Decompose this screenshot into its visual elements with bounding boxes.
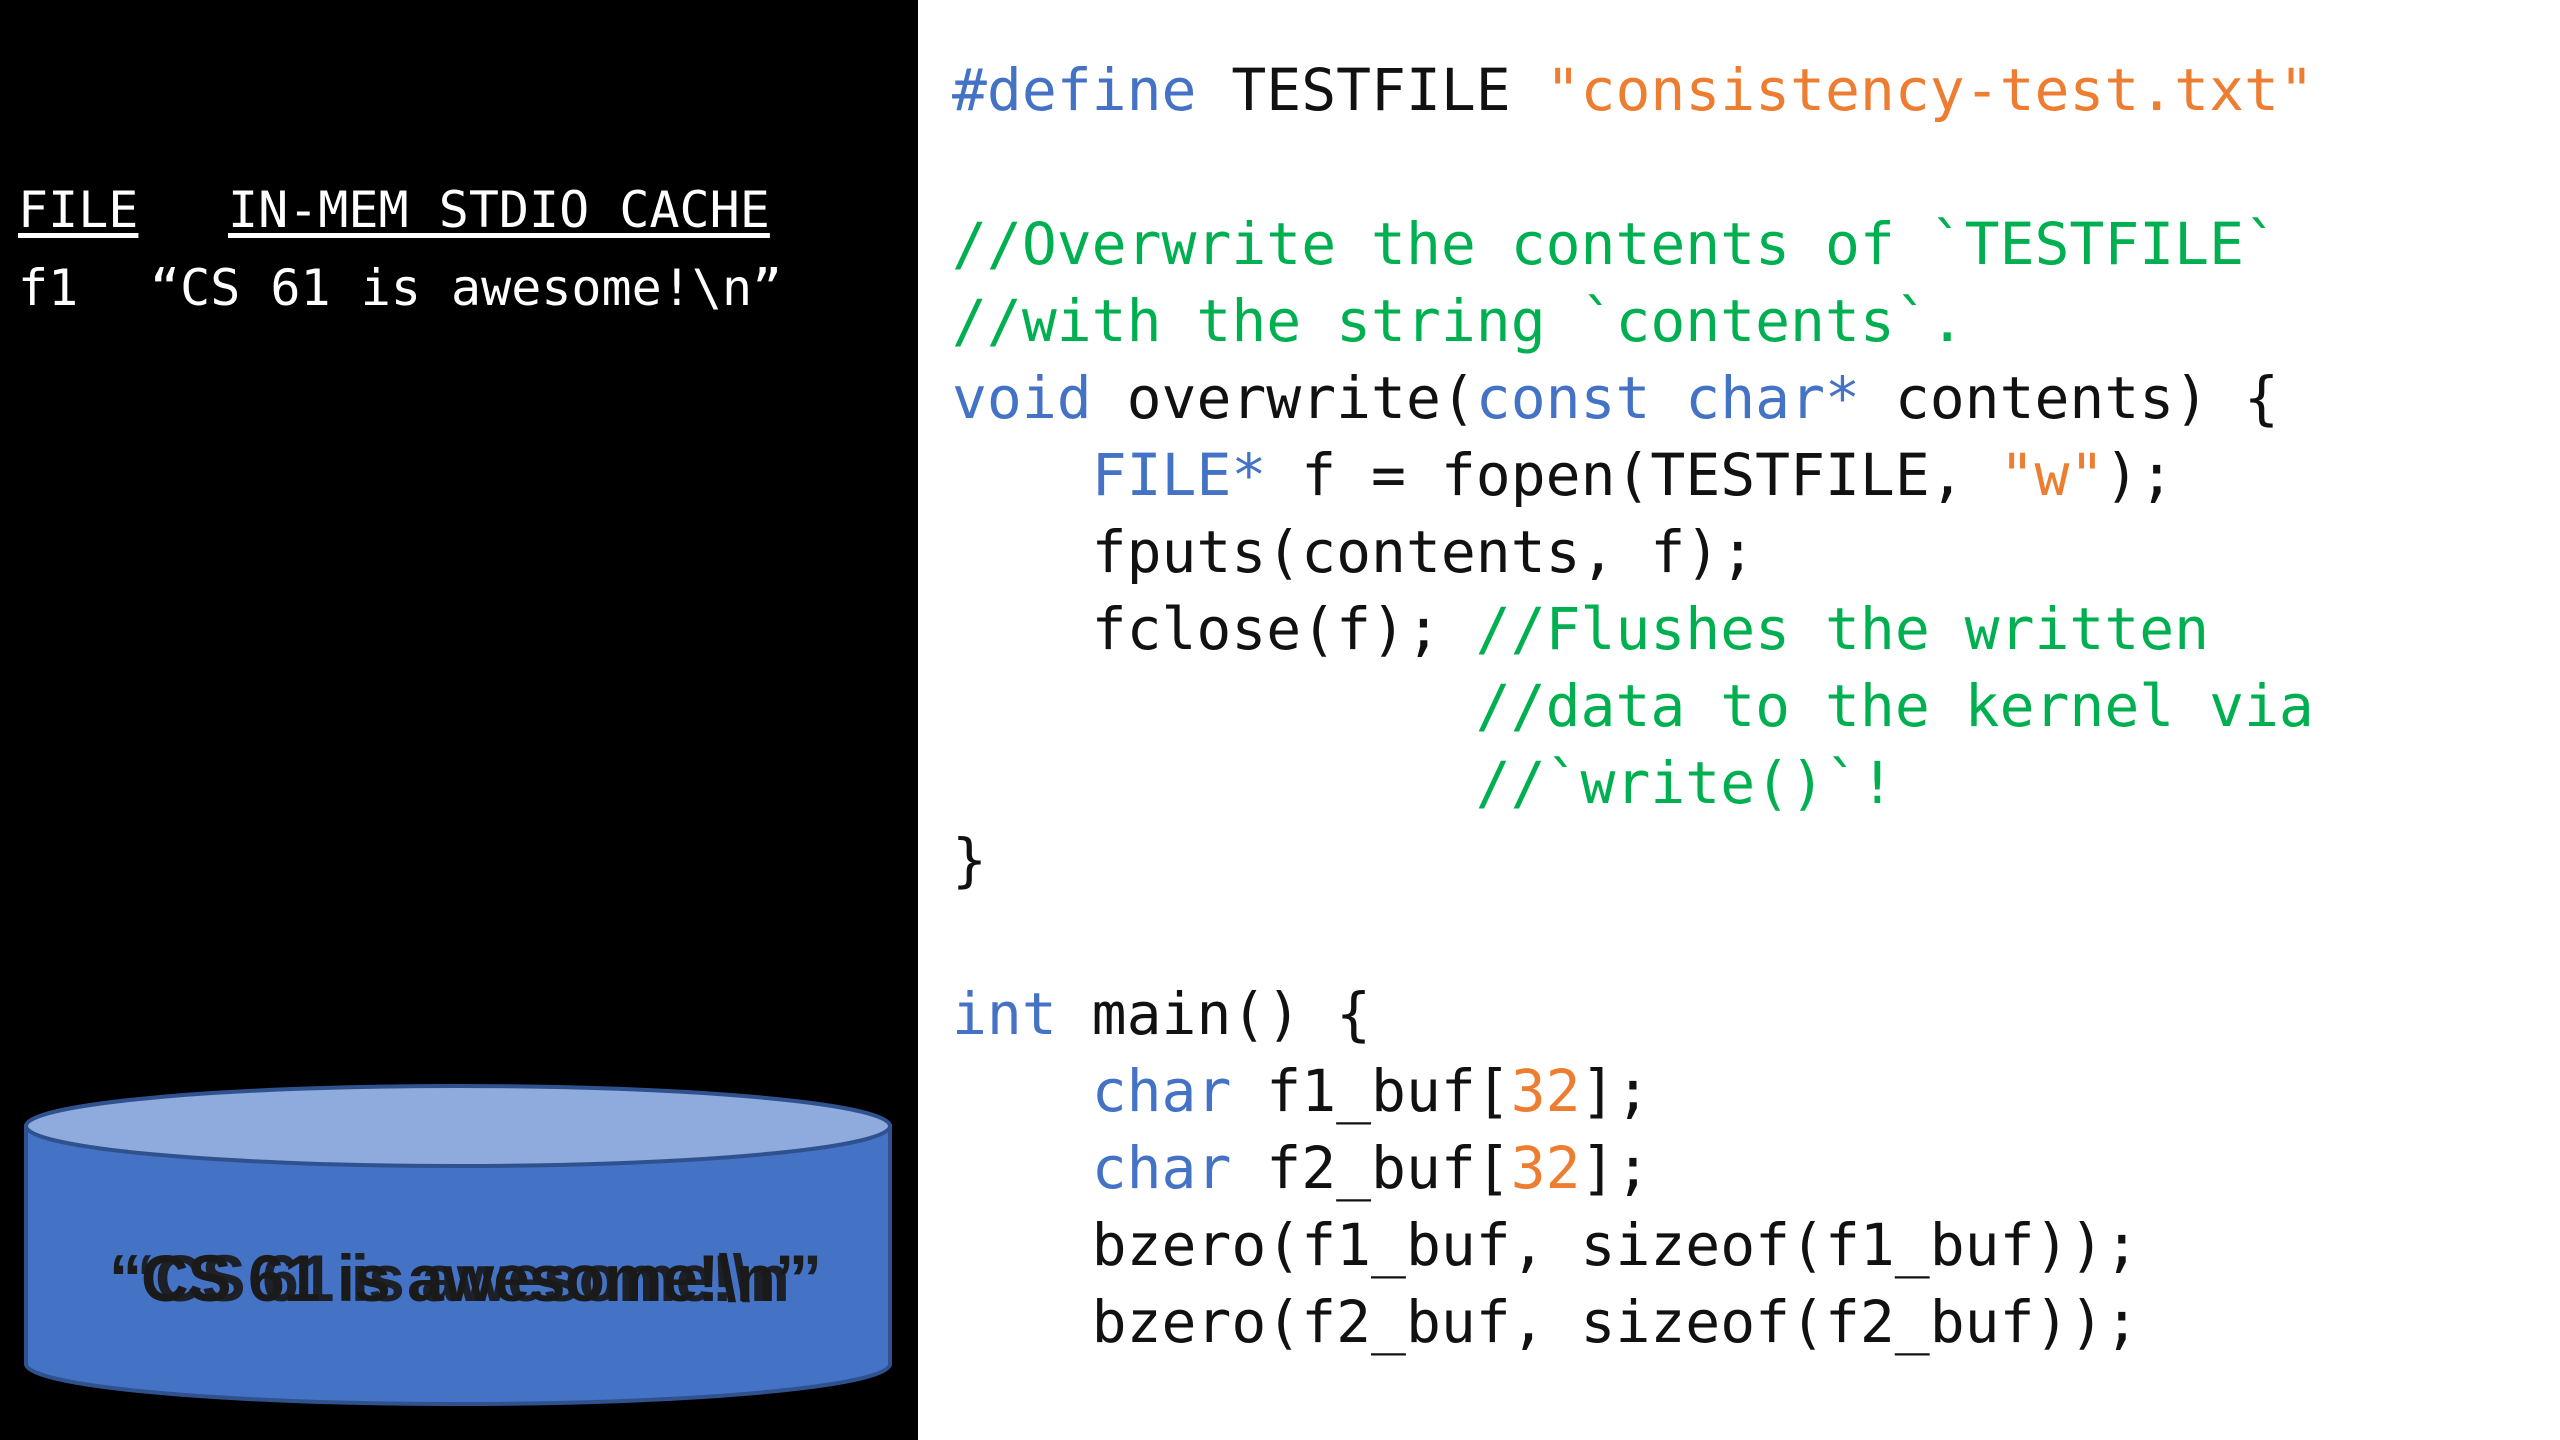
disk-contents-text-overlap: “CS 61 is awesome!\n” bbox=[123, 1241, 822, 1315]
disk-top bbox=[24, 1084, 892, 1168]
file-column-header: FILE bbox=[18, 181, 139, 239]
code-line: #define TESTFILE "consistency-test.txt" bbox=[952, 52, 2314, 129]
code-line bbox=[952, 899, 2314, 976]
code-line: char f2_buf[32]; bbox=[952, 1130, 2314, 1207]
cache-row-contents: “CS 61 is awesome!\n” bbox=[150, 259, 783, 317]
code-line: } bbox=[952, 822, 2314, 899]
code-line: int main() { bbox=[952, 976, 2314, 1053]
code-token-plain: contents) { bbox=[1859, 364, 2279, 432]
code-token-plain: bzero(f2_buf, sizeof(f2_buf)); bbox=[952, 1288, 2140, 1356]
code-token-keyword: const char* bbox=[1475, 364, 1860, 432]
code-line bbox=[952, 129, 2314, 206]
code-token-plain: fputs(contents, f); bbox=[952, 518, 1756, 586]
code-token-string: "w" bbox=[1999, 441, 2105, 509]
code-line: void overwrite(const char* contents) { bbox=[952, 360, 2314, 437]
code-token-string: "consistency-test.txt" bbox=[1545, 56, 2314, 124]
code-token-plain bbox=[952, 441, 1092, 509]
code-token-keyword: FILE* bbox=[1091, 441, 1267, 509]
code-token-plain bbox=[952, 672, 1476, 740]
code-line: //Overwrite the contents of `TESTFILE` bbox=[952, 206, 2314, 283]
code-token-plain: } bbox=[952, 826, 987, 894]
code-line: //`write()`! bbox=[952, 745, 2314, 822]
code-token-comment: //Overwrite the contents of `TESTFILE` bbox=[952, 210, 2279, 278]
code-token-comment: //`write()`! bbox=[1475, 749, 1895, 817]
code-token-keyword: void bbox=[952, 364, 1092, 432]
code-line: bzero(f2_buf, sizeof(f2_buf)); bbox=[952, 1284, 2314, 1361]
code-line: bzero(f1_buf, sizeof(f1_buf)); bbox=[952, 1207, 2314, 1284]
code-token-comment: //with the string `contents`. bbox=[952, 287, 1965, 355]
code-token-plain: overwrite( bbox=[1091, 364, 1476, 432]
code-listing: #define TESTFILE "consistency-test.txt" /… bbox=[952, 52, 2314, 1361]
code-token-plain bbox=[952, 749, 1476, 817]
code-panel: #define TESTFILE "consistency-test.txt" /… bbox=[918, 0, 2560, 1440]
code-line: //data to the kernel via bbox=[952, 668, 2314, 745]
code-token-keyword: char bbox=[1091, 1134, 1232, 1202]
code-token-plain: f = fopen(TESTFILE, bbox=[1266, 441, 2000, 509]
code-token-plain: TESTFILE bbox=[1196, 56, 1546, 124]
code-token-comment: //data to the kernel via bbox=[1475, 672, 2314, 740]
cache-column-header: IN-MEM STDIO CACHE bbox=[228, 181, 770, 239]
disk-body bbox=[24, 1124, 892, 1406]
code-token-plain bbox=[952, 1134, 1092, 1202]
code-token-number: 32 bbox=[1510, 1057, 1581, 1125]
disk-contents-text: “CS 61 is awesome!\n” bbox=[109, 1241, 808, 1315]
code-token-plain: f2_buf[ bbox=[1231, 1134, 1511, 1202]
code-line: //with the string `contents`. bbox=[952, 283, 2314, 360]
code-token-plain: ]; bbox=[1580, 1057, 1651, 1125]
code-token-plain bbox=[952, 1057, 1092, 1125]
code-token-plain: bzero(f1_buf, sizeof(f1_buf)); bbox=[952, 1211, 2140, 1279]
code-token-number: 32 bbox=[1510, 1134, 1581, 1202]
code-line: char f1_buf[32]; bbox=[952, 1053, 2314, 1130]
code-token-comment: //Flushes the written bbox=[1475, 595, 2210, 663]
disk-cylinder-icon bbox=[24, 1084, 892, 1406]
code-line: FILE* f = fopen(TESTFILE, "w"); bbox=[952, 437, 2314, 514]
stdio-cache-panel: FILE IN-MEM STDIO CACHE f1 “CS 61 is awe… bbox=[0, 0, 918, 1440]
code-line: fclose(f); //Flushes the written bbox=[952, 591, 2314, 668]
code-token-plain: ); bbox=[2104, 441, 2175, 509]
code-token-keyword: char bbox=[1091, 1057, 1232, 1125]
cache-row-file: f1 bbox=[18, 259, 79, 317]
code-token-plain: ]; bbox=[1580, 1134, 1651, 1202]
code-token-keyword: #define bbox=[952, 56, 1197, 124]
code-token-keyword: int bbox=[952, 980, 1057, 1048]
code-token-plain: f1_buf[ bbox=[1231, 1057, 1511, 1125]
code-line: fputs(contents, f); bbox=[952, 514, 2314, 591]
code-token-plain: fclose(f); bbox=[952, 595, 1476, 663]
code-token-plain: main() { bbox=[1056, 980, 1372, 1048]
